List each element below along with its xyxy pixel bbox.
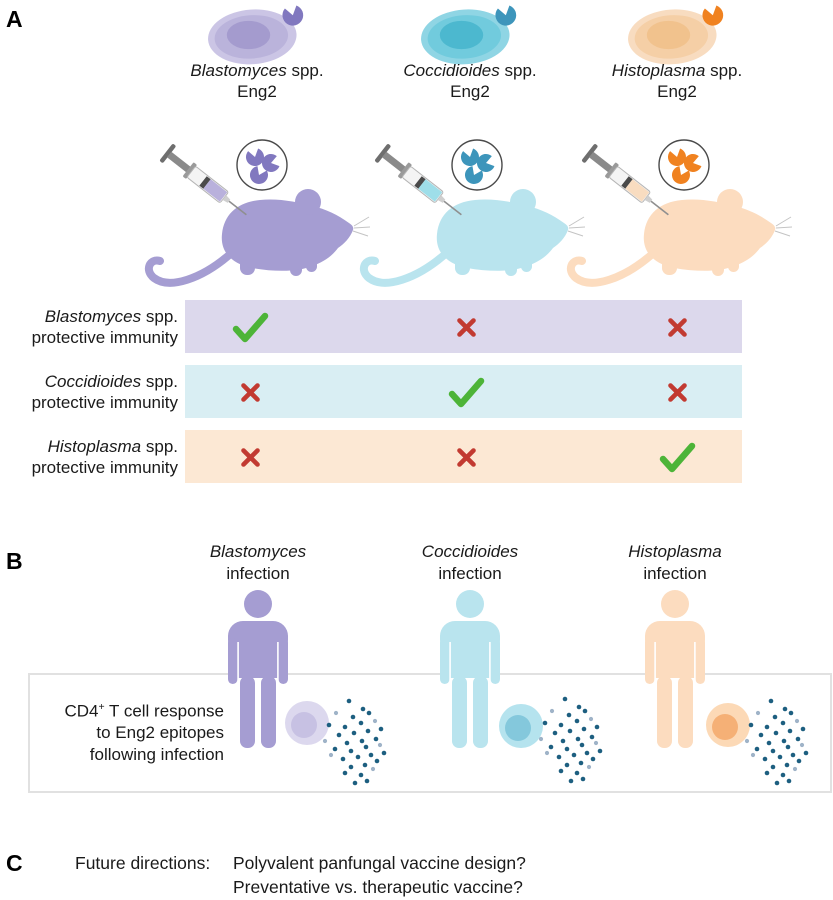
coccidioides-immunity-band (185, 365, 742, 418)
mark-row2-col1 (228, 371, 272, 413)
cross-icon (667, 382, 687, 402)
mark-row1-col2 (444, 306, 488, 348)
coccidioides-eng2-label: Coccidioides spp. Eng2 (360, 60, 580, 102)
mark-row1-col1 (228, 306, 272, 348)
check-icon (232, 312, 268, 342)
cd4-response-box (28, 673, 832, 793)
mark-row3-col2 (444, 436, 488, 478)
blastomyces-immunity-label: Blastomyces spp. protective immunity (10, 306, 178, 348)
protein-text: Eng2 (657, 82, 697, 101)
histoplasma-immunity-label: Histoplasma spp. protective immunity (10, 436, 178, 478)
coccidioides-immunity-label: Coccidioides spp. protective immunity (10, 371, 178, 413)
spp-text: spp. (141, 437, 178, 456)
panel-c-label: C (6, 850, 23, 876)
genus-text: Histoplasma (47, 437, 142, 456)
spp-text: spp. (705, 61, 743, 80)
coccidioides-cell-icon (418, 2, 522, 68)
mark-row2-col3 (655, 371, 699, 413)
genus-text: Coccidioides (421, 542, 519, 561)
genus-text: Coccidioides (403, 61, 500, 80)
question-2: Preventative vs. therapeutic vaccine? (233, 876, 523, 897)
genus-text: Histoplasma (611, 61, 706, 80)
genus-text: Coccidioides (44, 372, 142, 391)
eng2-proteins-circle-icon (452, 140, 502, 190)
vaccinated-mouse-blue-illustration (355, 122, 585, 297)
cross-icon (667, 317, 687, 337)
spp-text: spp. (286, 61, 324, 80)
cross-icon (240, 382, 260, 402)
genus-text: Histoplasma (628, 542, 722, 561)
immunity-text: protective immunity (31, 328, 178, 347)
eng2-proteins-circle-icon (659, 140, 709, 190)
spp-text: spp. (141, 307, 178, 326)
future-directions-heading: Future directions: (75, 853, 211, 873)
mouse-icon (570, 188, 792, 284)
immunity-text: protective immunity (31, 458, 178, 477)
mark-row3-col3 (655, 436, 699, 478)
genus-text: Blastomyces (44, 307, 142, 326)
genus-text: Blastomyces (209, 542, 307, 561)
protein-text: Eng2 (237, 82, 277, 101)
genus-text: Blastomyces (190, 61, 287, 80)
check-icon (659, 442, 695, 472)
eng2-epitopes-text: to Eng2 epitopes (96, 723, 224, 743)
mark-row3-col1 (228, 436, 272, 478)
infection-text: infection (643, 564, 707, 583)
mark-row2-col2 (444, 371, 488, 413)
cytokine-dots-purple (318, 696, 388, 786)
cytokine-dots-blue (534, 694, 604, 784)
cross-icon (240, 447, 260, 467)
infection-text: infection (226, 564, 290, 583)
protein-text: Eng2 (450, 82, 490, 101)
panel-b-label: B (6, 548, 23, 574)
vaccinated-mouse-purple-illustration (140, 122, 370, 297)
spp-text: spp. (499, 61, 537, 80)
cytokine-dots-orange (740, 696, 810, 786)
blastomyces-cell-icon (205, 2, 309, 68)
histoplasma-infection-label: Histoplasma infection (565, 541, 785, 585)
immunity-text: protective immunity (31, 393, 178, 412)
check-icon (448, 377, 484, 407)
infection-text: infection (438, 564, 502, 583)
tcell-response-text: T cell response (104, 701, 224, 721)
cross-icon (456, 447, 476, 467)
following-infection-text: following infection (89, 744, 224, 764)
blastomyces-patient-icon (226, 590, 290, 750)
eng2-proteins-circle-icon (237, 140, 287, 190)
mouse-icon (148, 188, 370, 284)
cd4-text: CD4 (64, 701, 99, 721)
coccidioides-patient-icon (438, 590, 502, 750)
coccidioides-infection-label: Coccidioides infection (360, 541, 580, 585)
histoplasma-eng2-label: Histoplasma spp. Eng2 (567, 60, 787, 102)
blastomyces-infection-label: Blastomyces infection (148, 541, 368, 585)
histoplasma-patient-icon (643, 590, 707, 750)
spp-text: spp. (141, 372, 178, 391)
mouse-icon (363, 188, 585, 284)
question-1: Polyvalent panfungal vaccine design? (233, 853, 526, 873)
mark-row1-col3 (655, 306, 699, 348)
panel-a-label: A (6, 6, 23, 32)
cross-icon (456, 317, 476, 337)
blastomyces-eng2-label: Blastomyces spp. Eng2 (147, 60, 367, 102)
cd4-response-caption: CD4+ T cell response to Eng2 epitopes fo… (40, 697, 224, 765)
vaccinated-mouse-orange-illustration (562, 122, 792, 297)
histoplasma-cell-icon (625, 2, 729, 68)
future-directions-questions: Polyvalent panfungal vaccine design? Pre… (233, 852, 526, 899)
plus-sup: + (98, 701, 105, 713)
